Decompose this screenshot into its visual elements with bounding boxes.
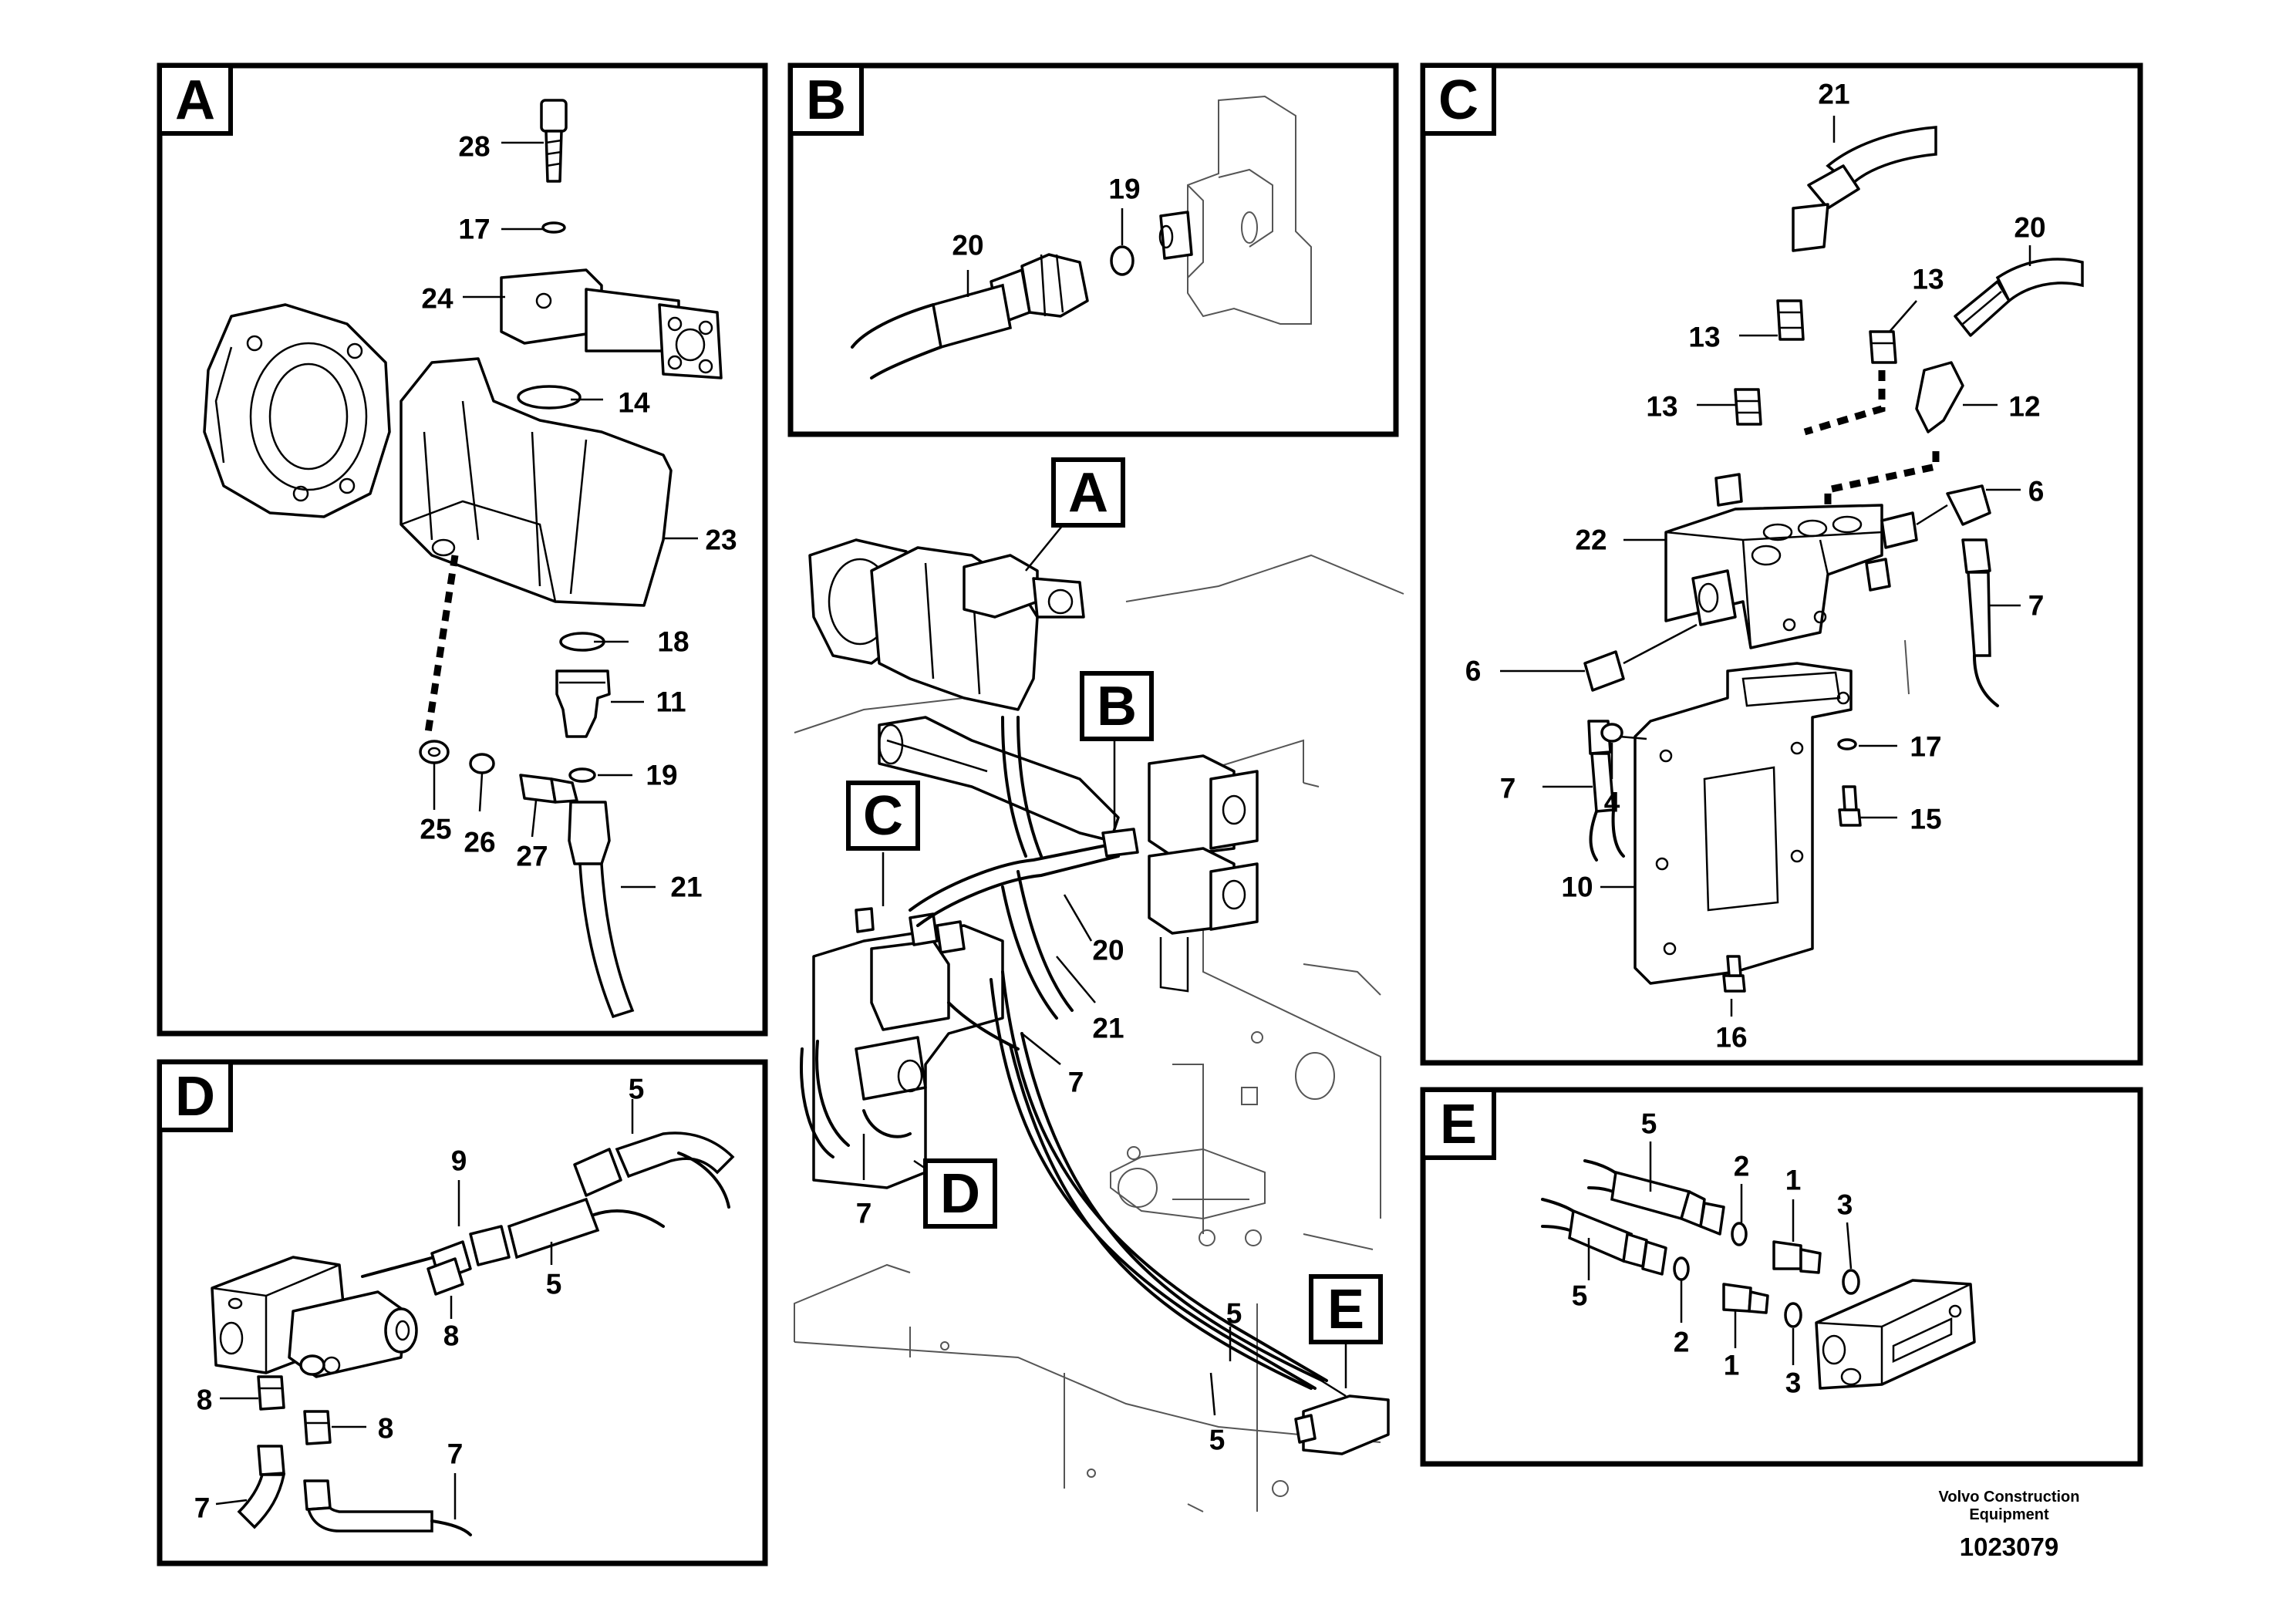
label-28: 28 — [458, 131, 490, 163]
label-ov-7a: 7 — [1068, 1067, 1084, 1098]
label-11: 11 — [656, 686, 686, 718]
panel-d-tag: D — [175, 1066, 215, 1128]
label-c-6a: 6 — [2028, 476, 2045, 508]
panel-a-tag: A — [175, 69, 215, 131]
label-ov-5b: 5 — [1209, 1425, 1226, 1456]
label-17: 17 — [458, 214, 490, 245]
footer: Volvo Construction Equipment 1023079 — [1939, 1489, 2080, 1561]
label-c-13c: 13 — [1646, 391, 1677, 423]
callout-c: C — [846, 781, 920, 851]
label-ov-20: 20 — [1092, 935, 1124, 966]
label-c-21: 21 — [1818, 79, 1849, 110]
overview-drawing — [794, 508, 1404, 1512]
panel-b: B 19 20 — [787, 62, 1399, 437]
panel-b-frame — [787, 62, 1399, 437]
company-name-line1: Volvo Construction — [1939, 1489, 2080, 1506]
label-b-19: 19 — [1108, 174, 1140, 205]
panel-d: D — [157, 1059, 768, 1566]
label-18: 18 — [657, 626, 689, 658]
company-name-line2: Equipment — [1969, 1506, 2049, 1523]
panel-a: A — [157, 62, 768, 1037]
panel-c: C — [1420, 62, 2143, 1066]
label-d-7a: 7 — [447, 1438, 464, 1470]
label-e-2b: 2 — [1674, 1327, 1690, 1358]
label-c-13a: 13 — [1688, 322, 1720, 353]
panel-b-tag: B — [806, 69, 846, 131]
label-d-8a: 8 — [443, 1320, 460, 1352]
panel-d-tag-box — [157, 1060, 233, 1132]
label-c-15: 15 — [1910, 804, 1941, 835]
label-b-20: 20 — [952, 230, 983, 261]
label-25: 25 — [420, 814, 451, 845]
label-d-9: 9 — [451, 1145, 467, 1177]
label-c-12: 12 — [2008, 391, 2040, 423]
label-21: 21 — [670, 872, 702, 903]
label-d-5b: 5 — [546, 1269, 562, 1300]
hose-connection-drawing — [851, 95, 1312, 379]
panel-c-tag: C — [1438, 69, 1478, 131]
label-e-5b: 5 — [1572, 1280, 1588, 1312]
svg-text:A: A — [1068, 462, 1108, 524]
label-d-7b: 7 — [194, 1492, 211, 1524]
panel-e-frame — [1420, 1087, 2143, 1467]
panel-b-tag-box — [788, 63, 864, 136]
solenoid-valve-drawing — [211, 1099, 735, 1536]
panel-e: E — [1420, 1087, 2143, 1467]
label-27: 27 — [516, 841, 548, 872]
label-24: 24 — [421, 283, 453, 315]
svg-text:D: D — [940, 1163, 980, 1225]
svg-text:E: E — [1327, 1279, 1364, 1340]
callout-e: E — [1309, 1274, 1383, 1344]
callout-b: B — [1080, 671, 1154, 741]
label-c-10: 10 — [1561, 872, 1593, 903]
callout-d: D — [923, 1158, 997, 1229]
label-c-17: 17 — [1910, 731, 1941, 763]
label-19: 19 — [646, 760, 677, 791]
panel-e-tag-box — [1421, 1088, 1496, 1160]
label-e-3a: 3 — [1837, 1189, 1853, 1221]
label-e-3b: 3 — [1785, 1367, 1802, 1399]
label-c-7b: 7 — [1500, 773, 1516, 804]
hose-coupling-drawing — [1541, 1141, 1976, 1390]
svg-text:B: B — [1097, 676, 1137, 737]
drawing-number: 1023079 — [1960, 1533, 2058, 1561]
control-valve-drawing — [1500, 116, 2084, 1017]
panel-a-tag-box — [157, 63, 233, 136]
label-d-8b: 8 — [197, 1384, 213, 1416]
label-e-1a: 1 — [1785, 1165, 1802, 1196]
panel-c-tag-box — [1421, 63, 1496, 136]
label-26: 26 — [464, 827, 495, 858]
label-c-4: 4 — [1604, 787, 1620, 818]
label-ov-7b: 7 — [856, 1198, 872, 1229]
label-e-2a: 2 — [1734, 1151, 1750, 1182]
label-ov-5a: 5 — [1226, 1298, 1242, 1330]
label-c-7a: 7 — [2028, 590, 2045, 622]
hydraulic-pump-drawing — [203, 99, 723, 1019]
label-14: 14 — [618, 387, 650, 419]
label-c-20: 20 — [2014, 212, 2045, 244]
label-d-5a: 5 — [629, 1074, 645, 1105]
label-c-22: 22 — [1575, 524, 1607, 556]
label-c-6b: 6 — [1465, 656, 1482, 687]
label-e-1b: 1 — [1724, 1350, 1740, 1381]
svg-text:C: C — [863, 785, 903, 847]
label-c-13b: 13 — [1912, 264, 1944, 295]
panel-e-tag: E — [1440, 1094, 1477, 1155]
label-23: 23 — [705, 524, 737, 556]
callout-a: A — [1051, 457, 1125, 528]
label-ov-21: 21 — [1092, 1013, 1124, 1044]
label-c-16: 16 — [1715, 1022, 1747, 1054]
label-d-8c: 8 — [378, 1413, 394, 1445]
label-e-5a: 5 — [1641, 1108, 1657, 1140]
